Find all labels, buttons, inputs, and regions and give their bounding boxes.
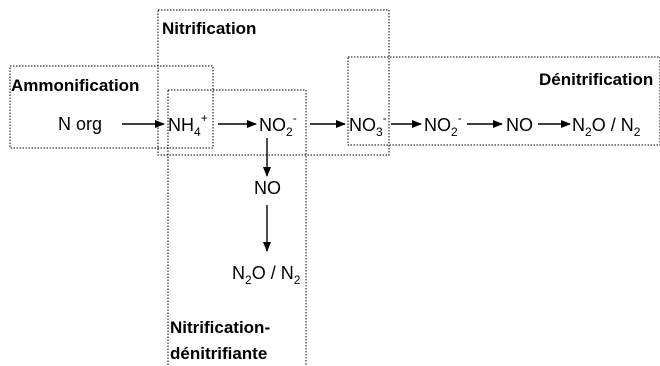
title-denitrification: Dénitrification [539,70,653,89]
species-n2o-n2-denitrification: N2O / N2 [572,115,641,139]
title-nitrification: Nitrification [162,19,256,38]
nitrification-box [157,9,390,156]
title-nitrifier-denitrification-1: Nitrification- [170,318,270,337]
species-no2-denitrification: NO2- [424,111,462,139]
species-nh4: NH4+ [168,111,208,139]
species-n2o-n2-nitrifier: N2O / N2 [232,263,301,287]
species-no2-nitrification: NO2- [259,111,297,139]
species-no-denitrification: NO [506,115,533,135]
title-nitrifier-denitrification-2: dénitrifiante [170,344,267,363]
denitrification-box [347,56,660,146]
title-ammonification: Ammonification [11,76,139,95]
species-n-org: N org [58,114,102,134]
species-no3: NO3- [349,111,387,139]
species-no-nitrifier: NO [254,178,281,198]
nitrifier-denitrification-box [167,89,307,366]
ammonification-box [9,65,214,149]
